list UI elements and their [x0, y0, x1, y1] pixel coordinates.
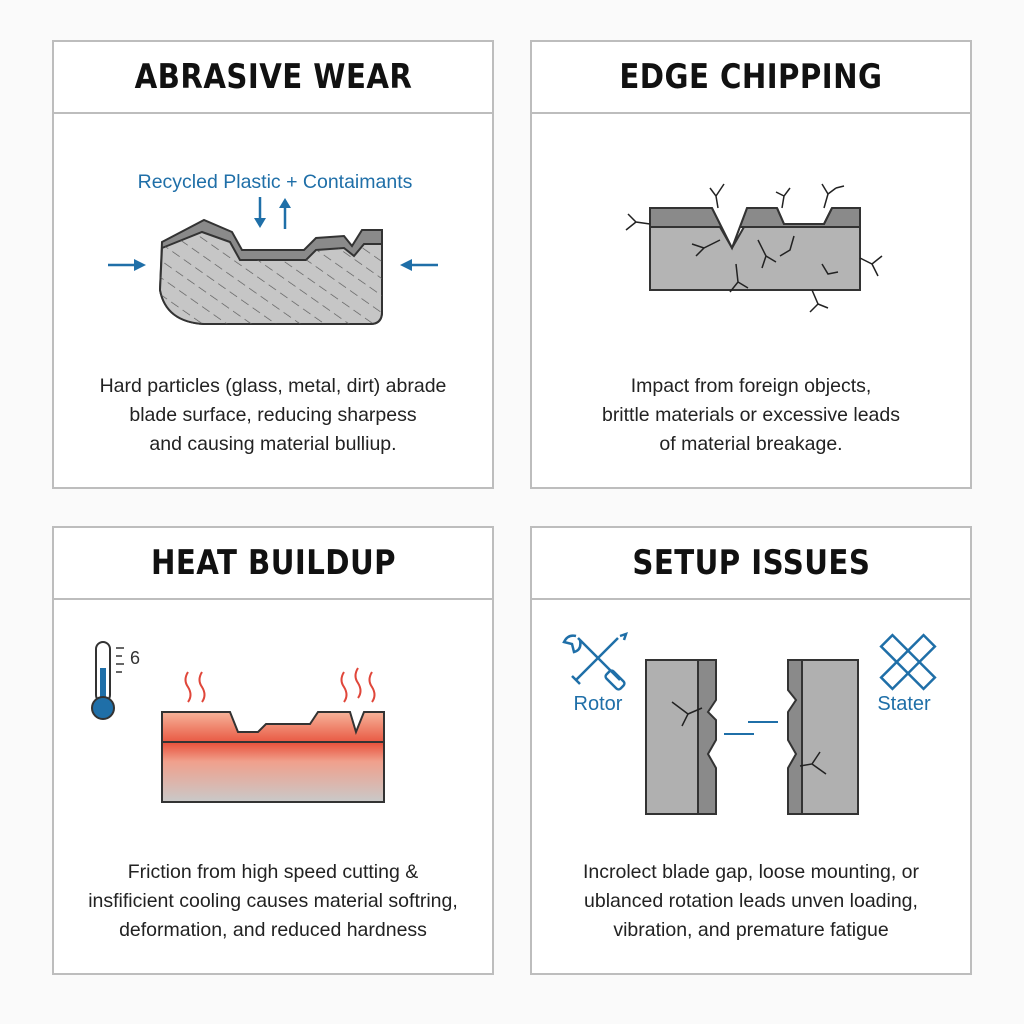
panel-description: Impact from foreign objects, brittle mat…	[601, 375, 901, 455]
thermometer-value: 6	[130, 648, 140, 668]
wrench-screwdriver-icon	[562, 632, 628, 691]
crack-lines	[625, 183, 883, 313]
ruler-pencil-icon	[879, 633, 937, 691]
panel-edge-chipping: EDGE CHIPPING Impact from foreign object…	[530, 40, 972, 489]
heat-buildup-illustration: 6	[91, 641, 385, 803]
pressure-arrows-icon	[254, 197, 291, 229]
panel-header: ABRASIVE WEAR	[54, 42, 492, 114]
worn-blade-shape	[158, 218, 383, 325]
panel-title: SETUP ISSUES	[632, 543, 870, 583]
panel-heat-buildup: HEAT BUILDUP 6	[52, 526, 494, 975]
heat-waves-icon	[184, 667, 376, 703]
side-arrow-right-icon	[400, 259, 438, 271]
contaminants-label: Recycled Plastic + Contaimants	[138, 171, 413, 193]
panel-abrasive-wear: ABRASIVE WEAR Recycled Plastic + Contaim…	[52, 40, 494, 489]
panel-description: Incrolect blade gap, loose mounting, or …	[582, 861, 920, 941]
panel-header: EDGE CHIPPING	[532, 42, 970, 114]
panel-setup-issues: SETUP ISSUES Rotor Stater Incrolect	[530, 526, 972, 975]
panel-header: HEAT BUILDUP	[54, 528, 492, 600]
panel-title: HEAT BUILDUP	[150, 543, 396, 583]
chipped-blade-shape	[649, 207, 861, 291]
setup-issues-illustration: Rotor Stater	[562, 632, 937, 815]
rotor-blade-shape	[645, 659, 717, 815]
side-arrow-left-icon	[108, 259, 146, 271]
thermometer-icon	[91, 641, 124, 720]
heated-blade-shape	[161, 711, 385, 803]
blade-gap-indicator	[724, 721, 778, 735]
stator-label: Stater	[877, 693, 931, 715]
abrasive-wear-illustration: Recycled Plastic + Contaimants	[108, 171, 438, 325]
rotor-label: Rotor	[574, 693, 623, 715]
panel-header: SETUP ISSUES	[532, 528, 970, 600]
panel-title: ABRASIVE WEAR	[134, 57, 412, 97]
stator-blade-shape	[787, 659, 859, 815]
edge-chipping-illustration	[625, 183, 883, 313]
panel-description: Friction from high speed cutting & insfi…	[88, 861, 458, 941]
panel-description: Hard particles (glass, metal, dirt) abra…	[99, 375, 447, 455]
panel-title: EDGE CHIPPING	[619, 57, 883, 97]
